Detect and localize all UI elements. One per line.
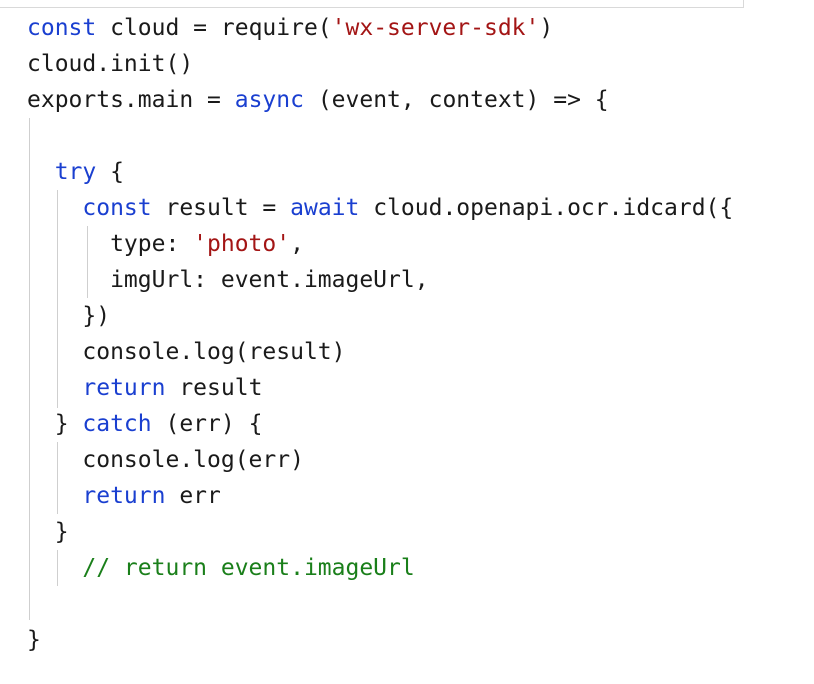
code-token: err xyxy=(165,483,221,509)
keyword-token: return xyxy=(82,483,166,509)
code-line: console.log(err) xyxy=(27,442,304,478)
code-token: console.log(err) xyxy=(27,447,304,473)
code-token: } xyxy=(27,411,83,437)
code-token: console.log(result) xyxy=(27,339,346,365)
string-token: 'wx-server-sdk' xyxy=(331,15,540,41)
comment-token: // return event.imageUrl xyxy=(82,555,415,581)
code-token: } xyxy=(27,627,41,653)
code-line: const result = await cloud.openapi.ocr.i… xyxy=(27,190,733,226)
code-token: , xyxy=(290,231,304,257)
keyword-token: async xyxy=(234,87,304,113)
code-line: exports.main = async (event, context) =>… xyxy=(27,82,609,118)
keyword-token: catch xyxy=(82,411,152,437)
keyword-token: try xyxy=(54,159,97,185)
keyword-token: await xyxy=(290,195,360,221)
code-line: } xyxy=(27,514,69,550)
code-token: result = xyxy=(151,195,291,221)
code-token xyxy=(27,555,82,581)
keyword-token: return xyxy=(82,375,166,401)
indent-guide-try-block xyxy=(57,190,58,408)
code-token: }) xyxy=(27,303,111,329)
code-line: } xyxy=(27,622,41,658)
code-token: (event, context) => { xyxy=(303,87,609,113)
code-token: cloud = require( xyxy=(96,15,332,41)
code-token: (err) { xyxy=(151,411,263,437)
string-token: 'photo' xyxy=(193,231,291,257)
code-token: cloud.init() xyxy=(27,51,194,77)
code-line: const cloud = require('wx-server-sdk') xyxy=(27,10,553,46)
code-token: imgUrl: event.imageUrl, xyxy=(27,267,429,293)
code-token xyxy=(27,195,82,221)
code-token xyxy=(27,483,82,509)
editor-top-border xyxy=(0,0,744,8)
code-token xyxy=(27,375,82,401)
code-line: }) xyxy=(27,298,110,334)
code-line: cloud.init() xyxy=(27,46,193,82)
code-token: ) xyxy=(539,15,554,41)
code-line: imgUrl: event.imageUrl, xyxy=(27,262,429,298)
code-line: return err xyxy=(27,478,221,514)
code-line: console.log(result) xyxy=(27,334,346,370)
code-token: } xyxy=(27,519,69,545)
code-line: // return event.imageUrl xyxy=(27,550,415,586)
indent-guide-call-args xyxy=(87,226,88,298)
code-line: type: 'photo', xyxy=(27,226,304,262)
keyword-token: const xyxy=(82,195,152,221)
code-token: { xyxy=(96,159,124,185)
code-line: } catch (err) { xyxy=(27,406,263,442)
code-line: try { xyxy=(27,154,124,190)
indent-guide-function-body xyxy=(29,118,30,620)
code-token xyxy=(27,159,55,185)
indent-guide-catch-block xyxy=(57,442,58,514)
code-token: result xyxy=(165,375,263,401)
indent-guide-comment xyxy=(57,550,58,586)
code-token: type: xyxy=(27,231,194,257)
keyword-token: const xyxy=(27,15,97,41)
code-token: cloud.openapi.ocr.idcard({ xyxy=(359,195,734,221)
code-line: return result xyxy=(27,370,262,406)
code-token: exports.main = xyxy=(27,87,235,113)
